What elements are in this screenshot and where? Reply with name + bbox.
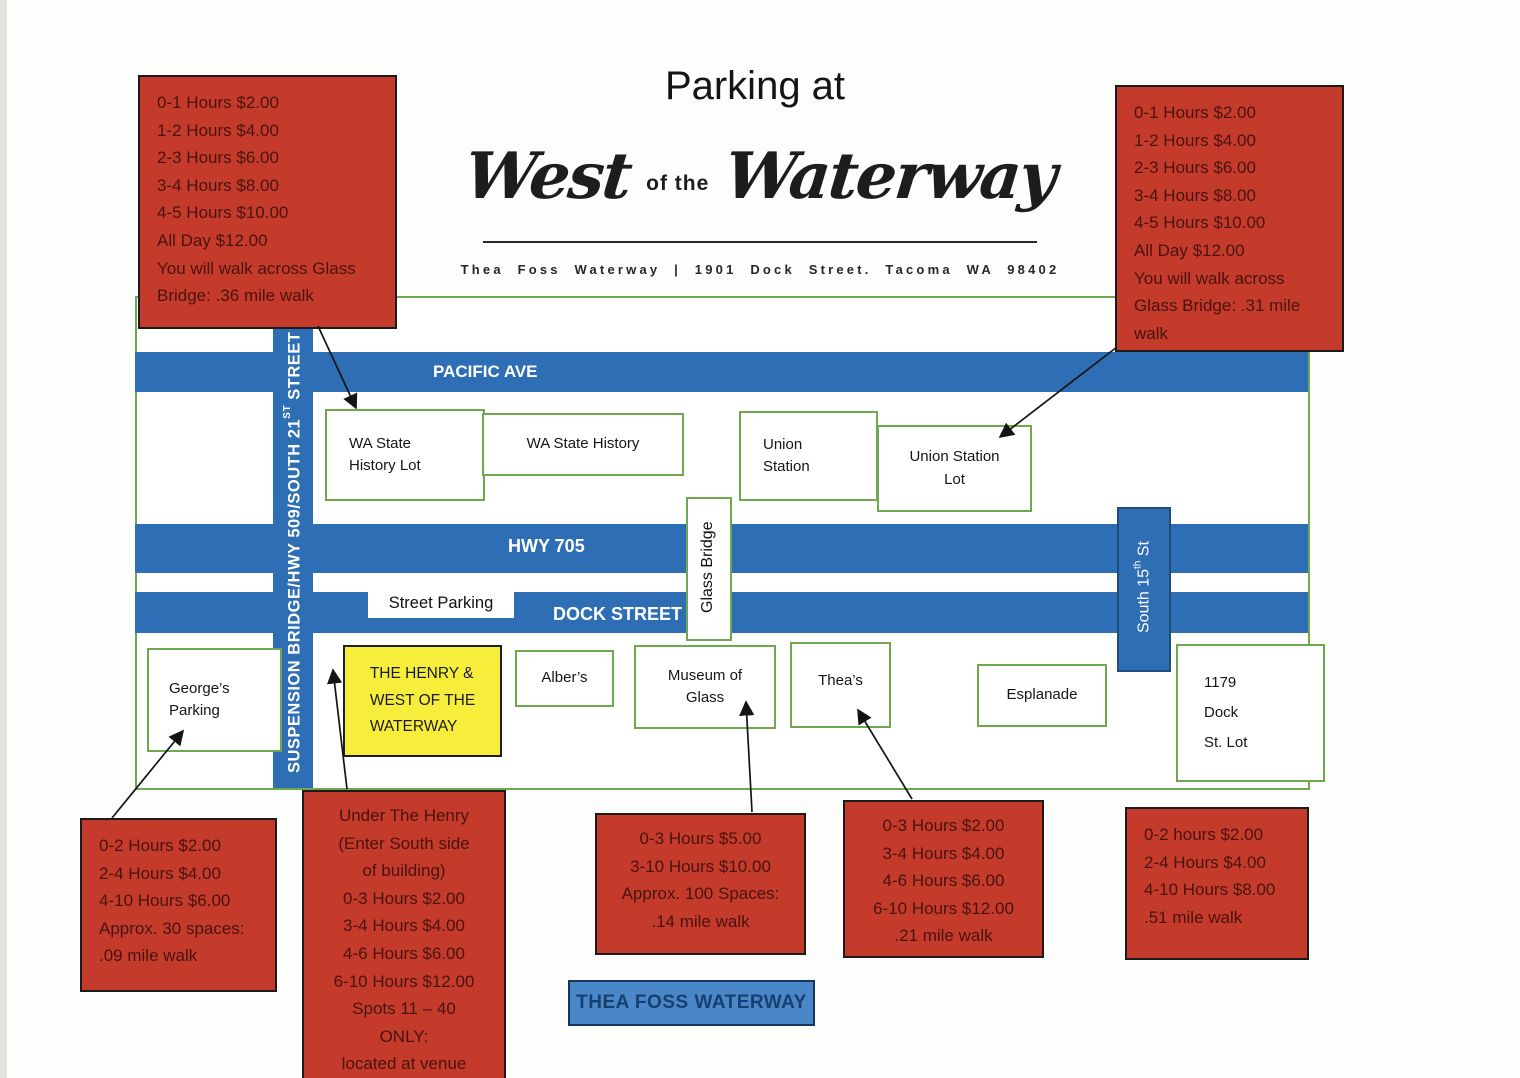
venue-albers: Alber’s	[515, 650, 614, 707]
venue-1179-dock-st-lot: 1179 Dock St. Lot	[1176, 644, 1325, 782]
venue-esplanade: Esplanade	[977, 664, 1107, 727]
page-title: Parking at	[664, 64, 846, 108]
venue-museum-of-glass: Museum of Glass	[634, 645, 776, 729]
price-box-1179-dock-st-lot: 0-2 hours $2.00 2-4 Hours $4.00 4-10 Hou…	[1125, 807, 1309, 960]
street-parking-box: Street Parking	[368, 588, 514, 618]
price-box-union-station-lot: 0-1 Hours $2.00 1-2 Hours $4.00 2-3 Hour…	[1115, 85, 1344, 352]
price-box-museum-of-glass: 0-3 Hours $5.00 3-10 Hours $10.00 Approx…	[595, 813, 806, 955]
pacific-ave-label: PACIFIC AVE	[433, 362, 538, 381]
glass-bridge	[686, 497, 732, 641]
glass-bridge-label: Glass Bridge	[699, 521, 716, 613]
price-box-under-the-henry: Under The Henry (Enter South side of bui…	[302, 790, 506, 1078]
street-parking-label: Street Parking	[388, 593, 494, 612]
venue-theas: Thea’s	[790, 642, 891, 728]
price-box-theas: 0-3 Hours $2.00 3-4 Hours $4.00 4-6 Hour…	[843, 800, 1044, 958]
venue-wa-state-history: WA State History	[482, 413, 684, 476]
price-box-georges-parking: 0-2 Hours $2.00 2-4 Hours $4.00 4-10 Hou…	[80, 818, 277, 992]
venue-union-station: Union Station	[739, 411, 878, 501]
south-15th-label: South 15th St	[1132, 541, 1153, 634]
venue-wa-state-history-lot: WA State History Lot	[325, 409, 485, 501]
logo-word-of-the: of the	[646, 172, 710, 196]
thea-foss-waterway-label: THEA FOSS WATERWAY	[576, 992, 807, 1013]
thea-foss-waterway-bar: THEA FOSS WATERWAY	[568, 980, 815, 1026]
venue-the-henry: THE HENRY & WEST OF THE WATERWAY	[343, 645, 502, 757]
venue-union-station-lot: Union Station Lot	[877, 425, 1032, 512]
scan-edge-shadow	[0, 0, 7, 1078]
hwy-705-label: HWY 705	[508, 536, 585, 556]
address-tagline: Thea Foss Waterway | 1901 Dock Street. T…	[460, 262, 1060, 277]
south-15th-street	[1117, 507, 1171, 672]
logo-word-west: West	[461, 139, 635, 214]
dock-street-label: DOCK STREET	[553, 604, 683, 624]
venue-georges-parking: George’s Parking	[147, 648, 282, 752]
brand-logo: West of the Waterway	[440, 139, 1080, 214]
price-box-wa-state-history-lot: 0-1 Hours $2.00 1-2 Hours $4.00 2-3 Hour…	[138, 75, 397, 329]
logo-underline	[483, 241, 1037, 243]
logo-word-waterway: Waterway	[721, 139, 1059, 214]
